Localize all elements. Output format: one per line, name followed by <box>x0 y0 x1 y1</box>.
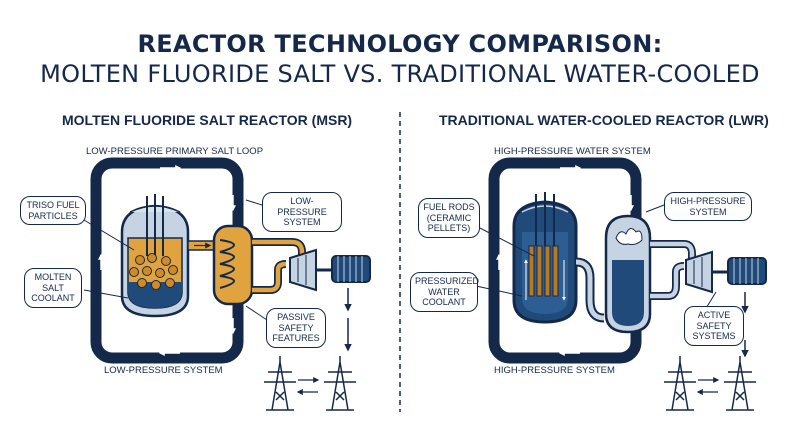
fuel-rods <box>528 245 559 297</box>
msr-top-loop-label: LOW-PRESSURE PRIMARY SALT LOOP <box>86 146 264 157</box>
lwr-bottom-loop-label: HIGH-PRESSURE SYSTEM <box>494 365 615 376</box>
lwr-reactor-vessel <box>512 192 578 324</box>
lwr-turbine <box>685 250 728 294</box>
callout-high-pressure-system: HIGH-PRESSURE SYSTEM <box>664 192 752 221</box>
triso-particles <box>129 253 178 290</box>
msr-turbine <box>289 248 332 292</box>
callout-fuel-rods: FUEL RODS (CERAMIC PELLETS) <box>418 198 480 238</box>
callout-active-safety-systems: ACTIVE SAFETY SYSTEMS <box>684 306 744 346</box>
callout-pressurized-water-coolant: PRESSURIZED WATER COOLANT <box>410 272 479 312</box>
callout-passive-safety-features: PASSIVE SAFETY FEATURES <box>266 308 326 348</box>
lwr-steam-generator <box>604 214 652 334</box>
msr-reactor-vessel <box>120 194 190 318</box>
msr-panel-title: MOLTEN FLUORIDE SALT REACTOR (MSR) <box>62 112 353 128</box>
msr-diagram <box>83 157 371 411</box>
callout-low-pressure-system: LOW-PRESSURE SYSTEM <box>262 192 342 232</box>
lwr-generator <box>727 257 767 285</box>
lwr-top-loop-label: HIGH-PRESSURE WATER SYSTEM <box>494 146 651 157</box>
main-title: REACTOR TECHNOLOGY COMPARISON: <box>137 30 663 58</box>
lwr-panel-title: TRADITIONAL WATER-COOLED REACTOR (LWR) <box>439 112 769 128</box>
msr-bottom-loop-label: LOW-PRESSURE SYSTEM <box>104 365 223 376</box>
callout-triso-fuel-particles: TRISO FUEL PARTICLES <box>20 196 86 225</box>
msr-transmission-towers <box>264 356 356 411</box>
msr-generator <box>331 255 371 283</box>
msr-heat-exchanger <box>212 224 254 306</box>
main-subtitle: MOLTEN FLUORIDE SALT VS. TRADITIONAL WAT… <box>40 60 760 88</box>
lwr-diagram <box>475 157 767 411</box>
lwr-transmission-towers <box>664 356 756 411</box>
callout-molten-salt-coolant: MOLTEN SALT COOLANT <box>24 268 82 308</box>
